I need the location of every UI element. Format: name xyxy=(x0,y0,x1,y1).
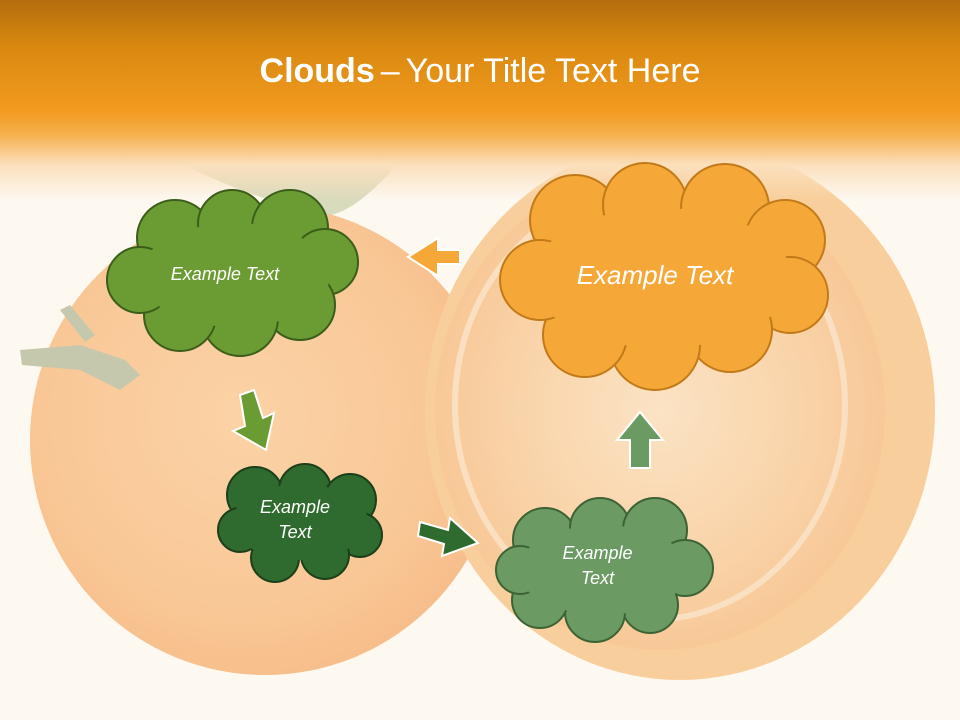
stem xyxy=(20,345,140,390)
title-bold: Clouds xyxy=(259,52,375,90)
arrow-left-icon xyxy=(406,236,461,278)
cloud-middle-left xyxy=(217,463,383,583)
title-rest: Your Title Text Here xyxy=(405,52,701,90)
cloud-text-top-right: Example Text xyxy=(576,259,734,290)
cloud-text-top-left: Example Text xyxy=(170,264,280,285)
cloud-top-left xyxy=(106,189,359,357)
cloud-top-right xyxy=(499,162,829,391)
stem-twig xyxy=(60,305,95,342)
arrow-down-icon xyxy=(230,388,276,452)
slide-title: Clouds–Your Title Text Here xyxy=(0,52,960,91)
header-band xyxy=(0,0,960,200)
cloud-bottom-right xyxy=(495,497,714,643)
arrow-up-icon xyxy=(614,410,666,469)
title-dash: – xyxy=(380,52,400,90)
arrow-right-icon xyxy=(416,516,480,558)
